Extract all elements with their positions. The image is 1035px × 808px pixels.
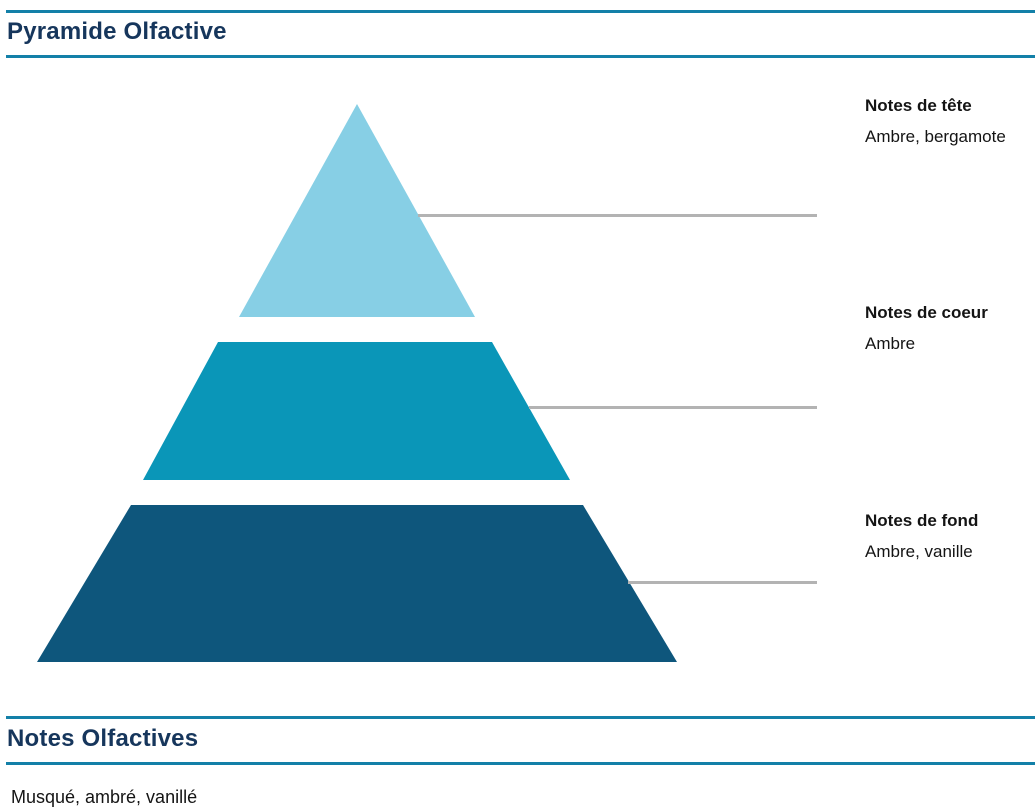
note-values-tete: Ambre, bergamote — [865, 127, 1006, 146]
notes-section-content: Musqué, ambré, vanillé — [11, 787, 198, 807]
page-title: Pyramide Olfactive — [7, 18, 227, 45]
title-underline-divider — [6, 55, 1035, 58]
pyramid-level-bottom — [37, 505, 677, 662]
notes-section-top-divider — [6, 716, 1035, 719]
note-values-fond: Ambre, vanille — [865, 542, 973, 561]
pyramid-level-top — [239, 104, 475, 317]
note-name-fond: Notes de fond — [865, 511, 979, 530]
note-values-coeur: Ambre — [865, 334, 916, 353]
note-block-fond: Notes de fond Ambre, vanille — [865, 511, 1035, 562]
note-block-tete: Notes de tête Ambre, bergamote — [865, 96, 1035, 147]
pyramid-level-middle — [143, 342, 570, 480]
connector-line-middle — [529, 406, 817, 409]
notes-section-underline-divider — [6, 762, 1035, 765]
connector-line-top — [418, 214, 817, 217]
note-name-coeur: Notes de coeur — [865, 303, 988, 322]
note-block-coeur: Notes de coeur Ambre — [865, 303, 1035, 354]
notes-section-title: Notes Olfactives — [7, 725, 199, 752]
top-divider — [6, 10, 1035, 13]
connector-line-bottom — [628, 581, 817, 584]
note-name-tete: Notes de tête — [865, 96, 972, 115]
